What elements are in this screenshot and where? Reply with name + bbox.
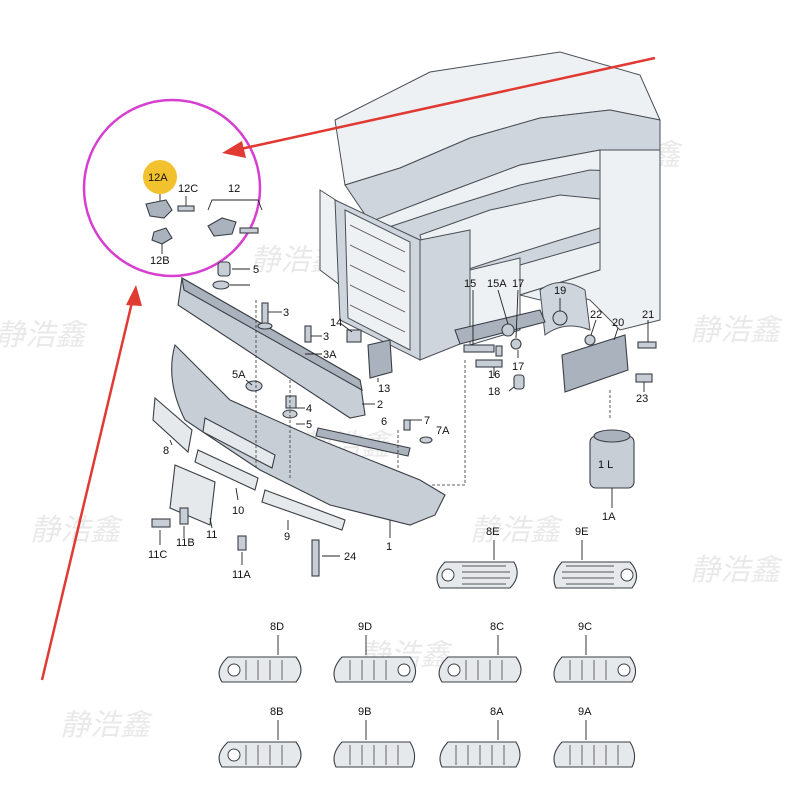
label-11: 11 [206,529,217,541]
leader-lines [159,268,649,565]
grille-9E [553,561,638,589]
label-6: 6 [381,416,387,428]
label-17b: 17 [512,361,524,373]
label-4: 4 [306,403,312,415]
label-5: 5 [253,264,259,276]
grille-8C [438,656,522,683]
arrow-head-left [126,285,142,306]
part-6 [315,427,411,457]
label-3: 3 [283,307,289,319]
label-7A: 7A [436,425,450,437]
label-18: 18 [488,386,500,398]
label-16: 16 [488,369,500,381]
label-12B: 12B [150,255,170,267]
grille-9D [333,656,417,683]
highlight-badge [143,160,177,194]
label-22: 22 [590,309,602,321]
watermark-2: 静浩鑫 [0,318,89,353]
highlight-circle [82,98,262,278]
watermark-7: 静浩鑫 [690,553,784,588]
part-12 [207,217,237,237]
label-1A: 1A [602,511,616,523]
label-1: 1 [386,541,392,553]
bumper-assembly [152,276,446,531]
label-19: 19 [554,285,566,297]
label-15: 15 [464,278,476,290]
watermark-4: 静浩鑫 [470,513,564,548]
part-8 [152,396,193,454]
label-10: 10 [232,505,244,517]
part-12-bolt [239,227,259,234]
guide-lines [255,300,611,486]
label-20: 20 [612,317,624,329]
label-21: 21 [642,309,654,321]
label-17a: 17 [512,278,524,290]
label-12: 12 [228,183,240,195]
fasteners [151,261,657,577]
part-12B [151,227,173,245]
tank-volume: 1 L [598,459,613,471]
label-3A: 3A [323,349,337,361]
grille-9C [553,656,637,683]
bracket-parts-12: 12A 12C 12B 12 [143,160,263,267]
label-11A: 11A [232,569,251,581]
label-12A: 12A [148,172,168,184]
part-11 [169,464,216,526]
label-8A: 8A [490,706,504,718]
label-11C: 11C [148,549,167,561]
part-labels: 5 3 3 3A 14 13 2 4 5 5A 6 7 7A 8 10 9 11… [148,264,654,581]
label-8: 8 [163,445,169,457]
grille-8E [436,561,518,589]
label-8D: 8D [270,621,284,633]
label-9A: 9A [578,706,592,718]
label-9D: 9D [358,621,372,633]
arrow-to-body [235,56,656,152]
label-11B: 11B [176,537,195,549]
label-9B: 9B [358,706,371,718]
label-15A: 15A [487,278,507,290]
grille-8B [218,741,302,768]
detail-callout [40,56,656,681]
label-3b: 3 [323,331,329,343]
label-9: 9 [284,531,290,543]
label-8B: 8B [270,706,283,718]
part-1-cover [171,343,446,526]
part-12C [177,205,195,212]
watermark-6: 静浩鑫 [690,313,784,348]
label-23: 23 [636,393,648,405]
label-8C: 8C [490,621,504,633]
label-8E: 8E [486,526,499,538]
car-front-body [319,51,661,361]
label-24: 24 [344,551,356,563]
part-20 [561,334,629,393]
watermark-10: 静浩鑫 [60,708,154,743]
part-12A [145,199,173,219]
label-14: 14 [330,317,342,329]
arrow-to-circle [40,297,135,681]
arrow-head-top [222,141,246,158]
label-7: 7 [424,415,430,427]
label-13: 13 [378,383,390,395]
label-2: 2 [377,399,383,411]
grille-variants: 8E 9E 8D 9D 8C 9C 8B [218,526,638,768]
part-1A-tank: 1 L [589,429,635,489]
label-5A: 5A [232,369,246,381]
label-5b: 5 [306,419,312,431]
label-9E: 9E [575,526,588,538]
label-12C: 12C [178,183,198,195]
label-9C: 9C [578,621,592,633]
grille-8D [218,656,302,683]
